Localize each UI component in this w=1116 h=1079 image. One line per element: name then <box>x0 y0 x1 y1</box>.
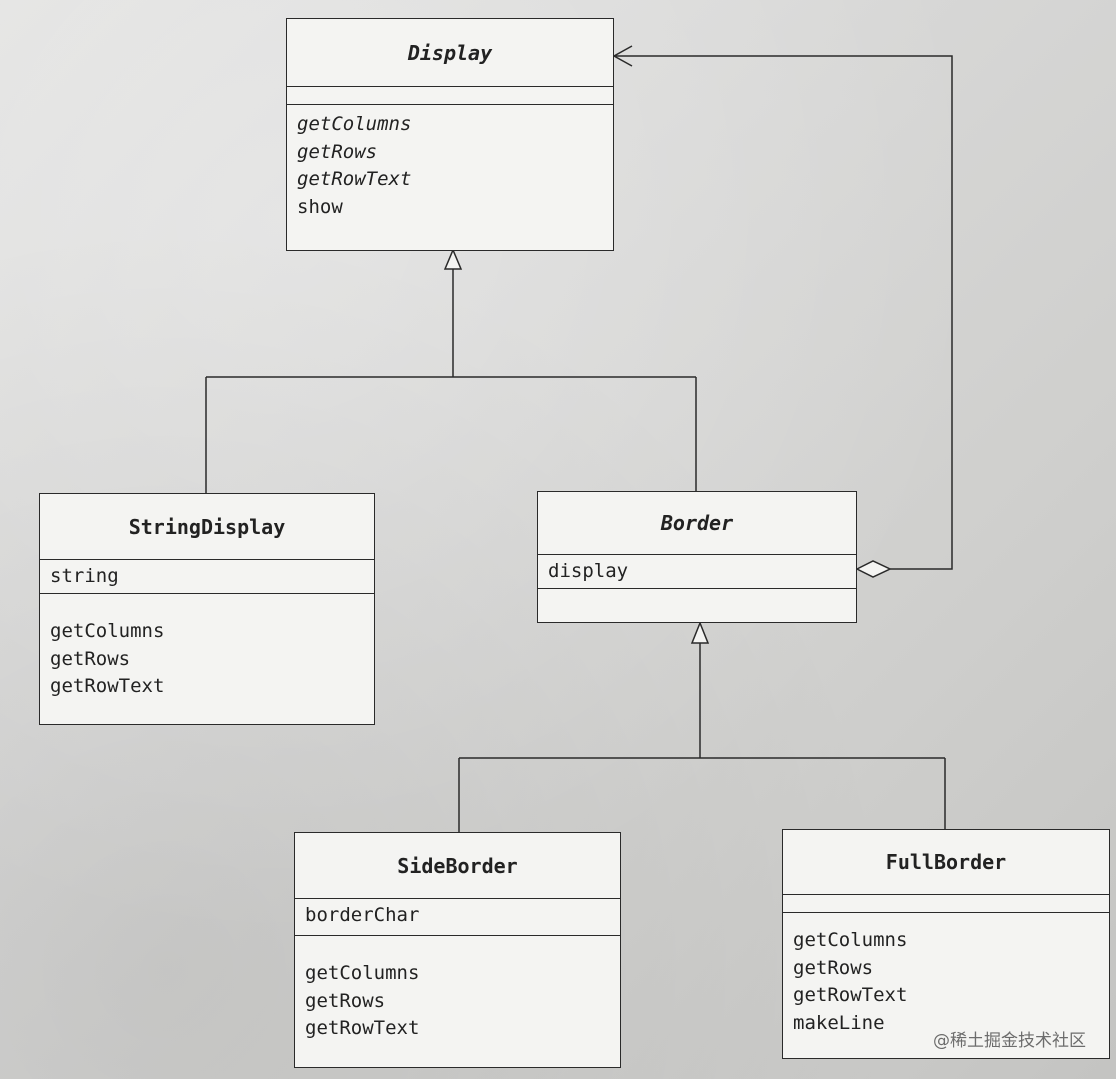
generalization-triangle-display <box>443 248 463 270</box>
class-border-methods <box>538 589 856 622</box>
field-display: display <box>548 560 629 582</box>
class-stringdisplay: StringDisplay string getColumns getRows … <box>39 493 375 725</box>
class-stringdisplay-fields: string <box>40 560 374 594</box>
class-display: Display getColumns getRows getRowText sh… <box>286 18 614 251</box>
method-getcolumns: getColumns <box>793 929 908 951</box>
method-getrowtext: getRowText <box>305 1017 420 1039</box>
aggregation-line <box>614 55 953 570</box>
class-display-methods: getColumns getRows getRowText show <box>287 105 613 231</box>
method-getcolumns: getColumns <box>50 620 165 642</box>
field-borderchar: borderChar <box>305 904 420 926</box>
method-show: show <box>297 195 343 218</box>
method-getrowtext: getRowText <box>50 675 165 697</box>
class-stringdisplay-methods: getColumns getRows getRowText <box>40 594 374 711</box>
method-getcolumns: getColumns <box>305 962 420 984</box>
class-display-name: Display <box>287 19 613 87</box>
generalization-triangle-border <box>690 620 710 644</box>
method-getcolumns: getColumns <box>297 113 412 135</box>
class-fullborder-fields <box>783 895 1109 913</box>
class-fullborder-methods: getColumns getRows getRowText makeLine <box>783 913 1109 1047</box>
method-getrows: getRows <box>793 956 874 979</box>
method-getrows: getRows <box>297 140 378 163</box>
class-border-fields: display <box>538 555 856 589</box>
class-fullborder-name: FullBorder <box>783 830 1109 895</box>
class-display-fields <box>287 87 613 105</box>
method-getrows: getRows <box>305 989 386 1012</box>
watermark: @稀土掘金技术社区 <box>933 1031 1086 1051</box>
method-getrows: getRows <box>50 647 131 670</box>
aggregation-diamond <box>855 560 892 578</box>
field-string: string <box>50 565 119 587</box>
class-sideborder-name: SideBorder <box>295 833 620 899</box>
class-border: Border display <box>537 491 857 623</box>
class-fullborder: FullBorder getColumns getRows getRowText… <box>782 829 1110 1059</box>
aggregation-arrowhead <box>612 45 633 67</box>
method-getrowtext: getRowText <box>793 984 908 1006</box>
method-makeline: makeLine <box>793 1011 885 1034</box>
class-sideborder: SideBorder borderChar getColumns getRows… <box>294 832 621 1068</box>
class-border-name: Border <box>538 492 856 555</box>
method-getrowtext: getRowText <box>297 168 412 190</box>
class-sideborder-methods: getColumns getRows getRowText <box>295 936 620 1053</box>
class-sideborder-fields: borderChar <box>295 899 620 936</box>
class-stringdisplay-name: StringDisplay <box>40 494 374 560</box>
